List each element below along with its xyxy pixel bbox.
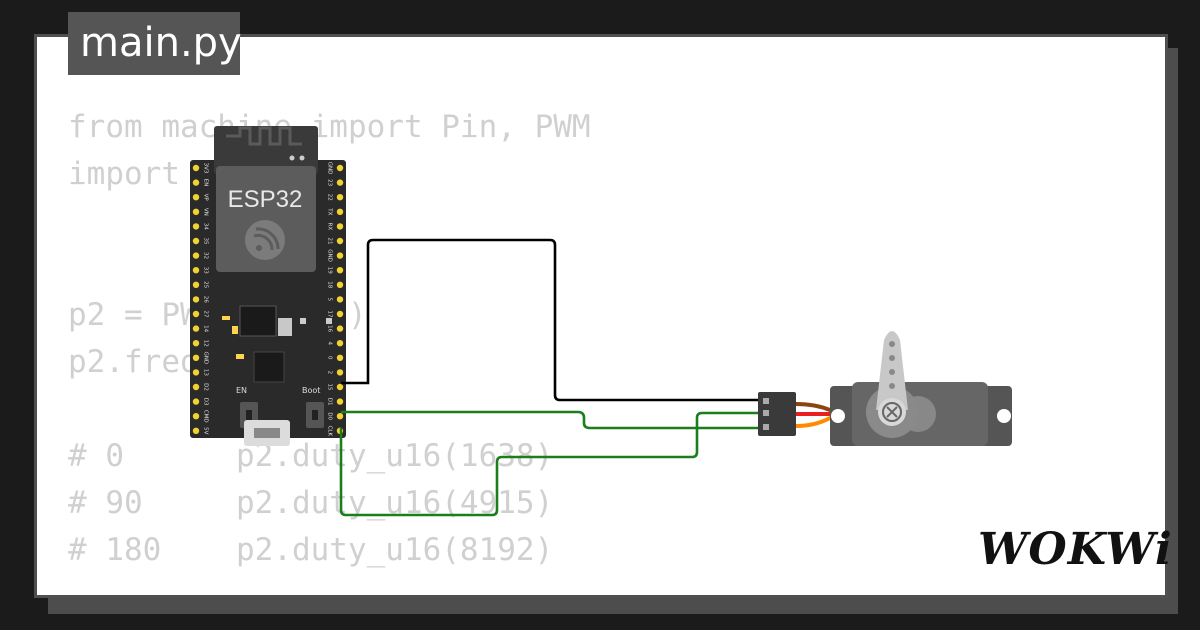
header-pin[interactable]: [192, 252, 200, 259]
header-pin[interactable]: [192, 179, 200, 186]
header-pin[interactable]: [336, 413, 344, 420]
servo-wire-orange: [795, 416, 852, 428]
wire-d0-to-servo-ground[interactable]: [341, 410, 760, 430]
pin-label: GND: [327, 162, 333, 175]
header-pin[interactable]: [336, 310, 344, 318]
pin-label: 13: [203, 369, 209, 376]
header-pin[interactable]: [192, 383, 200, 391]
pin-label: 5: [327, 298, 333, 302]
pin-label: D1: [327, 398, 333, 406]
pin-label: 34: [203, 223, 209, 230]
header-pin[interactable]: [336, 237, 344, 245]
header-pin[interactable]: [192, 281, 200, 288]
header-pin[interactable]: [336, 223, 344, 230]
header-pin[interactable]: [192, 267, 200, 274]
pin-label: TX: [327, 207, 333, 215]
header-pin[interactable]: [192, 340, 200, 347]
header-pin[interactable]: [192, 325, 200, 332]
pin-label: 3V3: [203, 163, 209, 174]
pin-label: GND: [203, 351, 209, 364]
header-pin[interactable]: [192, 164, 200, 172]
header-pin[interactable]: [192, 413, 200, 420]
filename-label: main.py: [80, 20, 242, 66]
header-pin[interactable]: [336, 252, 344, 259]
pin-label: D2: [203, 383, 209, 391]
pin-label: 21: [327, 238, 333, 245]
wire-pin2-to-servo-signal[interactable]: [341, 238, 760, 402]
pin-label: 32: [203, 252, 209, 259]
header-pin[interactable]: [192, 369, 200, 376]
pin-label: 27: [203, 311, 209, 318]
header-pin[interactable]: [336, 398, 344, 405]
pin-label: 16: [327, 325, 333, 332]
pin-label: 2: [327, 371, 333, 375]
pin-label: 17: [327, 311, 333, 318]
header-pin[interactable]: [336, 179, 344, 186]
pin-label: 18: [327, 281, 333, 288]
chip-label: ESP32: [228, 186, 303, 213]
header-pin[interactable]: [336, 340, 344, 347]
pin-label: 14: [203, 325, 209, 332]
antenna-module: [214, 126, 318, 174]
header-pin[interactable]: [192, 296, 200, 303]
pin-label: 19: [327, 267, 333, 274]
servo-wire-brown: [795, 402, 852, 412]
header-pin[interactable]: [336, 208, 344, 215]
servo-motor[interactable]: [758, 331, 1012, 446]
header-pin[interactable]: [336, 194, 344, 201]
pin-label: 15: [327, 384, 333, 391]
pin-label: D0: [327, 412, 333, 420]
pin-label: 35: [203, 238, 209, 245]
pin-label: 23: [327, 179, 333, 186]
pin-label: 4: [327, 341, 333, 345]
pin-label: 25: [203, 281, 209, 288]
pin-label: RX: [327, 223, 333, 231]
pin-label: 22: [327, 194, 333, 201]
header-pin[interactable]: [192, 237, 200, 245]
pin-label: EN: [203, 179, 209, 187]
header-pin[interactable]: [336, 281, 344, 288]
header-pin[interactable]: [336, 354, 344, 361]
header-pin[interactable]: [192, 427, 200, 434]
pin-label: 33: [203, 267, 209, 274]
pin-label: 5V: [203, 427, 209, 434]
pin-label: VP: [203, 194, 209, 202]
header-pin[interactable]: [336, 267, 344, 274]
wire-clk-to-servo-vcc[interactable]: [339, 411, 760, 517]
header-pin[interactable]: [336, 164, 344, 172]
header-pin[interactable]: [192, 223, 200, 230]
header-pin[interactable]: [192, 208, 200, 215]
pin-label: CLK: [327, 426, 333, 437]
esp32-board[interactable]: ESP32 EN Boot 3V3ENVPVN34353233252627141…: [190, 126, 346, 446]
header-pin[interactable]: [336, 325, 344, 332]
boot-button-label: Boot: [302, 386, 320, 395]
pin-label: D3: [203, 398, 209, 406]
header-pin[interactable]: [336, 383, 344, 391]
header-pin[interactable]: [336, 369, 344, 376]
en-button-label: EN: [236, 386, 247, 395]
header-pin[interactable]: [336, 296, 344, 303]
pin-label: 26: [203, 296, 209, 303]
code-line: # 180 p2.duty_u16(8192): [68, 532, 554, 568]
esp32-chip: [216, 166, 316, 272]
header-pin[interactable]: [192, 354, 200, 361]
pin-label: GND: [327, 249, 333, 262]
header-pin[interactable]: [192, 310, 200, 318]
header-pin[interactable]: [192, 398, 200, 405]
filename-tab[interactable]: main.py: [68, 12, 242, 75]
pin-label: 12: [203, 340, 209, 347]
header-pin[interactable]: [192, 194, 200, 201]
pin-label: CMD: [203, 410, 209, 423]
pin-label: 0: [327, 356, 333, 360]
espressif-logo-icon: [245, 220, 285, 260]
wokwi-logo: WOKWi: [978, 524, 1173, 575]
pin-label: VN: [203, 208, 209, 216]
